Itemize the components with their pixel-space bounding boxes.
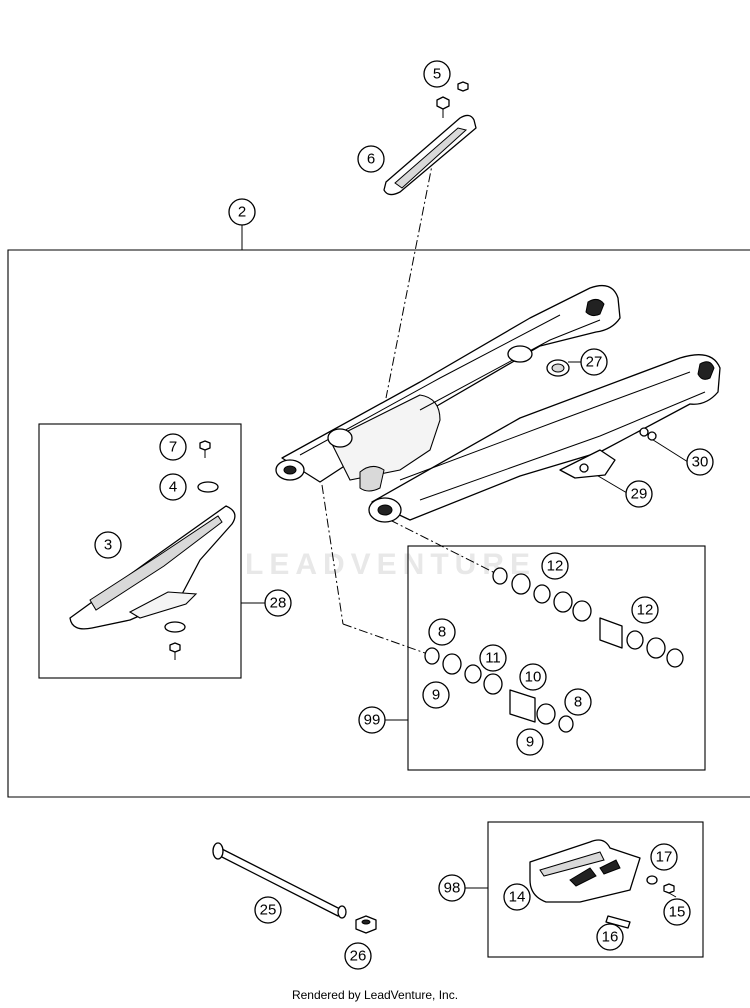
svg-text:9: 9 (526, 734, 534, 751)
watermark: LEADVENTURE (245, 548, 537, 581)
svg-text:10: 10 (525, 669, 542, 686)
callout-98: 98 (438, 874, 466, 902)
swingarm-part-2 (275, 284, 721, 523)
svg-text:4: 4 (169, 479, 177, 496)
svg-text:8: 8 (574, 694, 582, 711)
svg-text:6: 6 (367, 151, 375, 168)
callout-2: 2 (228, 198, 256, 226)
callout-26: 26 (344, 942, 372, 970)
callout-11: 11 (479, 644, 507, 672)
svg-text:17: 17 (656, 849, 673, 866)
callout-7: 7 (159, 433, 187, 461)
screw-part-15 (663, 883, 677, 898)
assembly-leader-lines (321, 139, 496, 654)
axle-part-25 (212, 842, 347, 919)
svg-text:12: 12 (637, 602, 654, 619)
nut-part-26 (355, 915, 377, 934)
callout-25: 25 (254, 896, 282, 924)
swingarm-group-frame (7, 225, 750, 798)
callout-14: 14 (503, 883, 531, 911)
svg-text:25: 25 (260, 902, 277, 919)
svg-text:8: 8 (438, 624, 446, 641)
bearing-kit-parts (424, 567, 684, 733)
svg-text:9: 9 (432, 687, 440, 704)
svg-text:11: 11 (485, 650, 501, 667)
svg-text:26: 26 (350, 948, 367, 965)
callout-12-right: 12 (631, 596, 659, 624)
callout-99: 99 (358, 706, 386, 734)
screw-part-29 (579, 463, 589, 473)
screw-part-7 (199, 440, 211, 458)
svg-text:15: 15 (669, 904, 686, 921)
callout-29: 29 (625, 480, 653, 508)
plug-part-27 (546, 359, 570, 377)
bolt-part-5 (436, 81, 469, 118)
callout-10: 10 (519, 663, 547, 691)
svg-text:98: 98 (444, 880, 461, 897)
svg-text:30: 30 (692, 454, 709, 471)
chain-guide-part-14 (529, 839, 641, 903)
callout-16: 16 (596, 923, 624, 951)
svg-text:27: 27 (586, 354, 603, 371)
svg-text:28: 28 (270, 595, 287, 612)
callout-30: 30 (686, 448, 714, 476)
bearing-kit-box (407, 545, 706, 771)
callout-3: 3 (94, 531, 122, 559)
callout-12-top: 12 (541, 552, 569, 580)
washer-part-17 (646, 875, 658, 885)
screw-part-16 (605, 915, 631, 929)
render-credit: Rendered by LeadVenture, Inc. (291, 988, 459, 1002)
callout-8-right: 8 (564, 688, 592, 716)
svg-text:14: 14 (509, 889, 526, 906)
svg-text:12: 12 (547, 558, 564, 575)
chain-slider-part-6 (383, 114, 477, 196)
svg-text:2: 2 (238, 204, 246, 221)
washer-part-4 (197, 481, 219, 493)
callout-6: 6 (357, 145, 385, 173)
chain-slider-part-3 (69, 505, 236, 630)
svg-text:99: 99 (364, 712, 381, 729)
washer-part-28-area (164, 621, 186, 660)
svg-text:7: 7 (169, 439, 177, 456)
svg-text:3: 3 (104, 537, 112, 554)
callout-9-left: 9 (422, 681, 450, 709)
screw-part-30 (639, 427, 657, 441)
callout-28: 28 (264, 589, 292, 617)
callout-17: 17 (650, 843, 678, 871)
callout-4: 4 (159, 473, 187, 501)
callout-15: 15 (663, 898, 691, 926)
chain-guide-kit-box (487, 821, 704, 958)
chain-slider-kit-box (38, 423, 242, 679)
callout-5: 5 (423, 60, 451, 88)
svg-text:29: 29 (631, 486, 648, 503)
callout-8-left: 8 (428, 618, 456, 646)
callout-27: 27 (580, 348, 608, 376)
svg-text:5: 5 (433, 66, 441, 83)
svg-text:16: 16 (602, 929, 619, 946)
callout-9-right: 9 (516, 728, 544, 756)
